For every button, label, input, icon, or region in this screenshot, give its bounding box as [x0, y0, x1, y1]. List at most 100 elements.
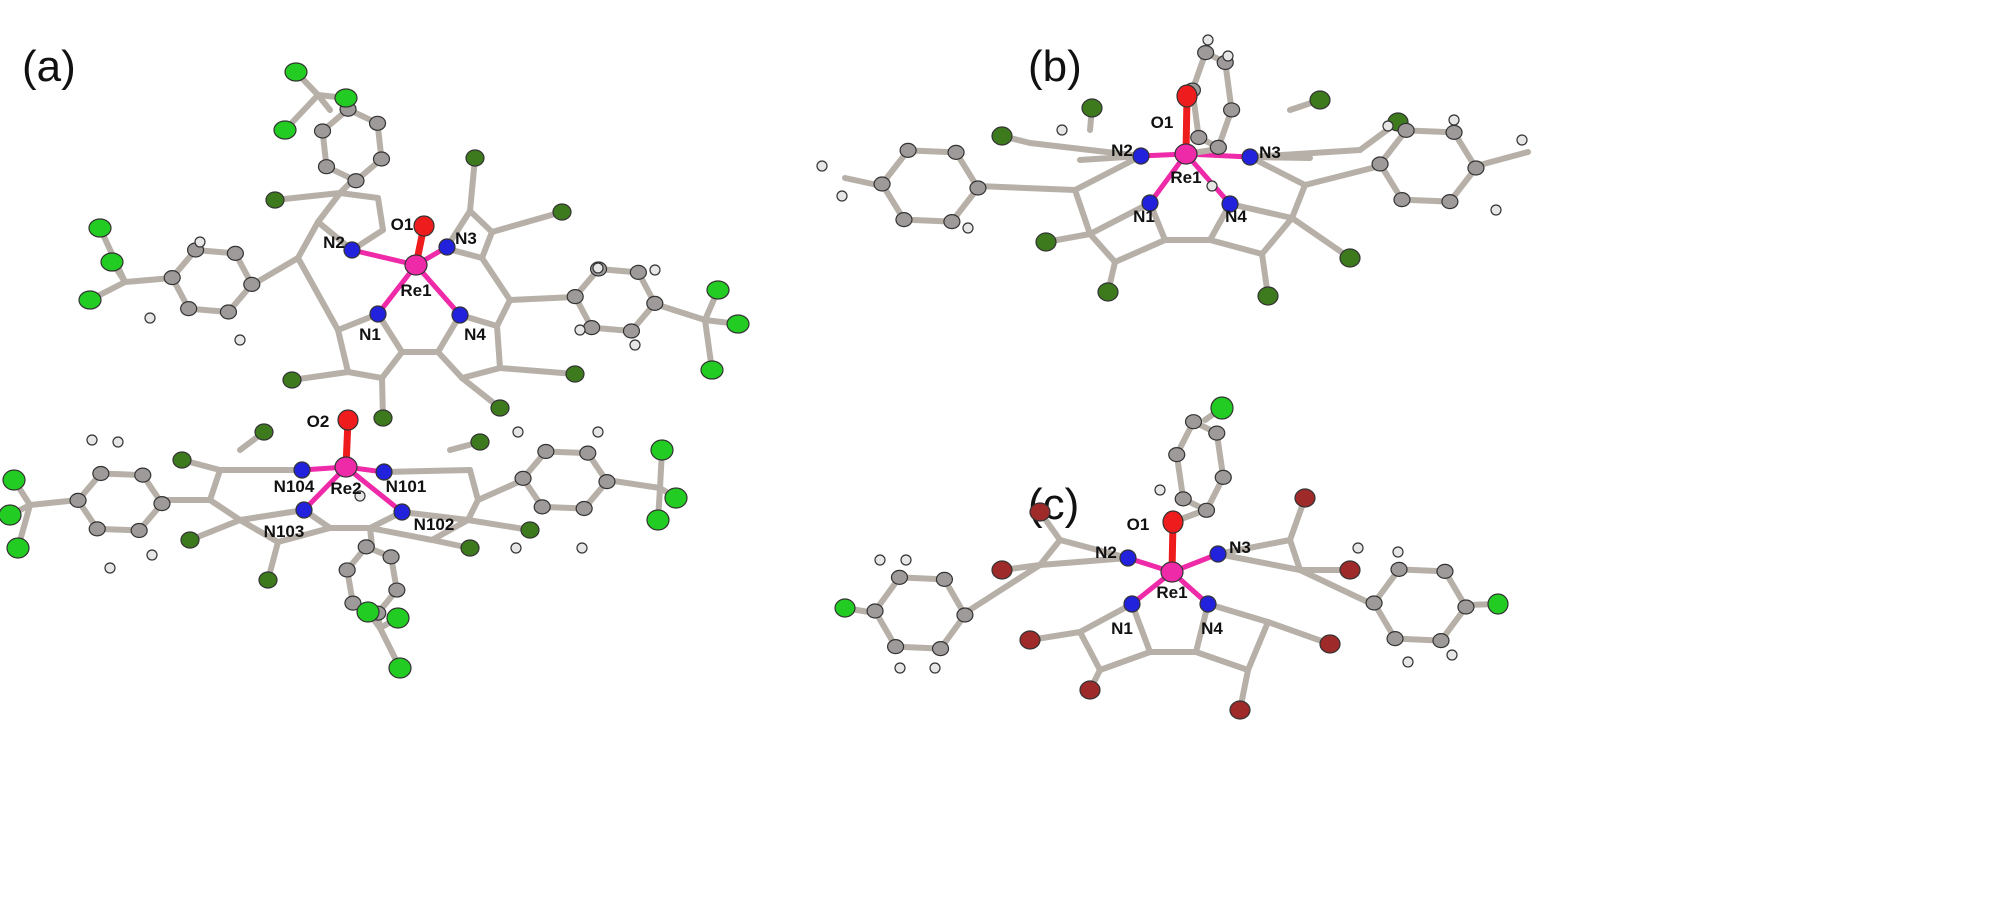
bond — [507, 294, 578, 303]
bromine-atom — [1019, 630, 1041, 650]
carbon-atom — [382, 549, 400, 565]
nitrogen-atom — [343, 241, 361, 259]
carbon-atom — [180, 301, 198, 317]
fluorine-atom — [6, 537, 30, 559]
carbon-atom — [1445, 124, 1463, 141]
atom-label: Re2 — [330, 479, 361, 498]
atom-label: N103 — [264, 522, 305, 541]
carbon-atom — [629, 264, 647, 280]
bond — [1087, 200, 1153, 237]
fluorine-atom — [726, 314, 750, 334]
bond — [1265, 619, 1333, 647]
chlorine-atom — [172, 451, 192, 469]
bond — [497, 365, 578, 377]
atom-label: N2 — [1095, 543, 1117, 562]
bond — [429, 517, 471, 543]
rhenium-atom — [404, 254, 428, 276]
atom-label: N2 — [1111, 141, 1133, 160]
carbon-atom — [622, 323, 641, 339]
carbon-atom — [533, 499, 551, 515]
oxygen-atom — [413, 215, 435, 237]
bond — [1112, 237, 1168, 265]
carbon-atom — [866, 603, 884, 619]
bond — [237, 517, 281, 545]
bond — [1205, 601, 1271, 625]
fluorine-atom — [100, 252, 124, 272]
bond — [459, 365, 503, 381]
carbon-atom — [1209, 139, 1227, 156]
hydrogen-atom — [649, 264, 661, 276]
bond — [207, 467, 223, 503]
fluorine-atom — [706, 280, 730, 300]
carbon-atom — [1436, 563, 1454, 580]
bond — [1097, 649, 1153, 673]
hydrogen-atom — [894, 662, 906, 674]
atom-label: N4 — [1225, 207, 1247, 226]
atom-label: N3 — [1259, 143, 1281, 162]
bond — [604, 477, 663, 491]
hydrogen-atom — [574, 324, 586, 336]
bromine-atom — [1339, 560, 1361, 580]
nitrogen-atom — [1119, 549, 1137, 567]
hydrogen-atom — [144, 312, 156, 324]
hydrogen-atom — [592, 426, 604, 438]
hydrogen-atom — [86, 434, 98, 446]
carbon-atom — [514, 470, 532, 487]
bond — [652, 301, 708, 323]
bond — [1287, 537, 1303, 573]
bond — [1289, 215, 1353, 261]
hydrogen-atom — [512, 426, 524, 438]
oxygen-atom — [1176, 84, 1198, 108]
fluorine-atom — [0, 504, 22, 526]
carbon-atom — [1432, 632, 1450, 649]
bond — [1297, 567, 1377, 608]
carbon-atom — [886, 638, 905, 655]
hydrogen-atom — [354, 490, 366, 502]
carbon-atom — [1365, 595, 1383, 611]
bond — [1037, 555, 1131, 568]
fluorine-atom — [834, 598, 856, 618]
carbon-atom — [1214, 469, 1232, 485]
hydrogen-atom — [900, 554, 912, 566]
carbon-atom — [357, 539, 375, 555]
nitrogen-atom — [1141, 194, 1159, 212]
carbon-atom — [1467, 160, 1485, 176]
chlorine-atom — [991, 126, 1013, 146]
chlorine-atom — [1257, 286, 1279, 306]
chlorine-atom — [460, 539, 480, 557]
nitrogen-atom — [1123, 595, 1141, 613]
carbon-atom — [935, 571, 954, 588]
bond — [1027, 140, 1144, 159]
carbon-atom — [1208, 425, 1226, 441]
fluorine-atom — [664, 487, 688, 509]
nitrogen-atom — [1132, 147, 1150, 165]
hydrogen-atom — [510, 542, 522, 554]
bond — [1072, 187, 1093, 237]
bromine-atom — [1079, 680, 1101, 700]
hydrogen-atom — [874, 554, 886, 566]
bond — [1473, 149, 1531, 169]
bond — [489, 209, 565, 235]
carbon-atom — [388, 582, 406, 598]
carbon-atom — [92, 465, 110, 482]
atom-label: N3 — [1229, 538, 1251, 557]
carbon-atom — [1457, 599, 1475, 615]
bond — [335, 327, 351, 375]
atom-label: N1 — [1111, 619, 1133, 638]
fluorine-atom — [1210, 396, 1234, 420]
bond — [375, 195, 386, 233]
atom-label: N3 — [455, 229, 477, 248]
hydrogen-atom — [576, 542, 588, 554]
chlorine-atom — [1339, 248, 1361, 268]
bond — [1302, 163, 1383, 188]
atoms — [0, 34, 1528, 720]
atom-label: N4 — [1201, 619, 1223, 638]
carbon-atom — [956, 607, 974, 623]
atom-label: N4 — [464, 325, 486, 344]
carbon-atom — [1174, 491, 1192, 507]
bromine-atom — [991, 560, 1013, 580]
carbon-atom — [943, 213, 961, 230]
bond — [1077, 629, 1103, 673]
carbon-atom — [899, 142, 917, 159]
